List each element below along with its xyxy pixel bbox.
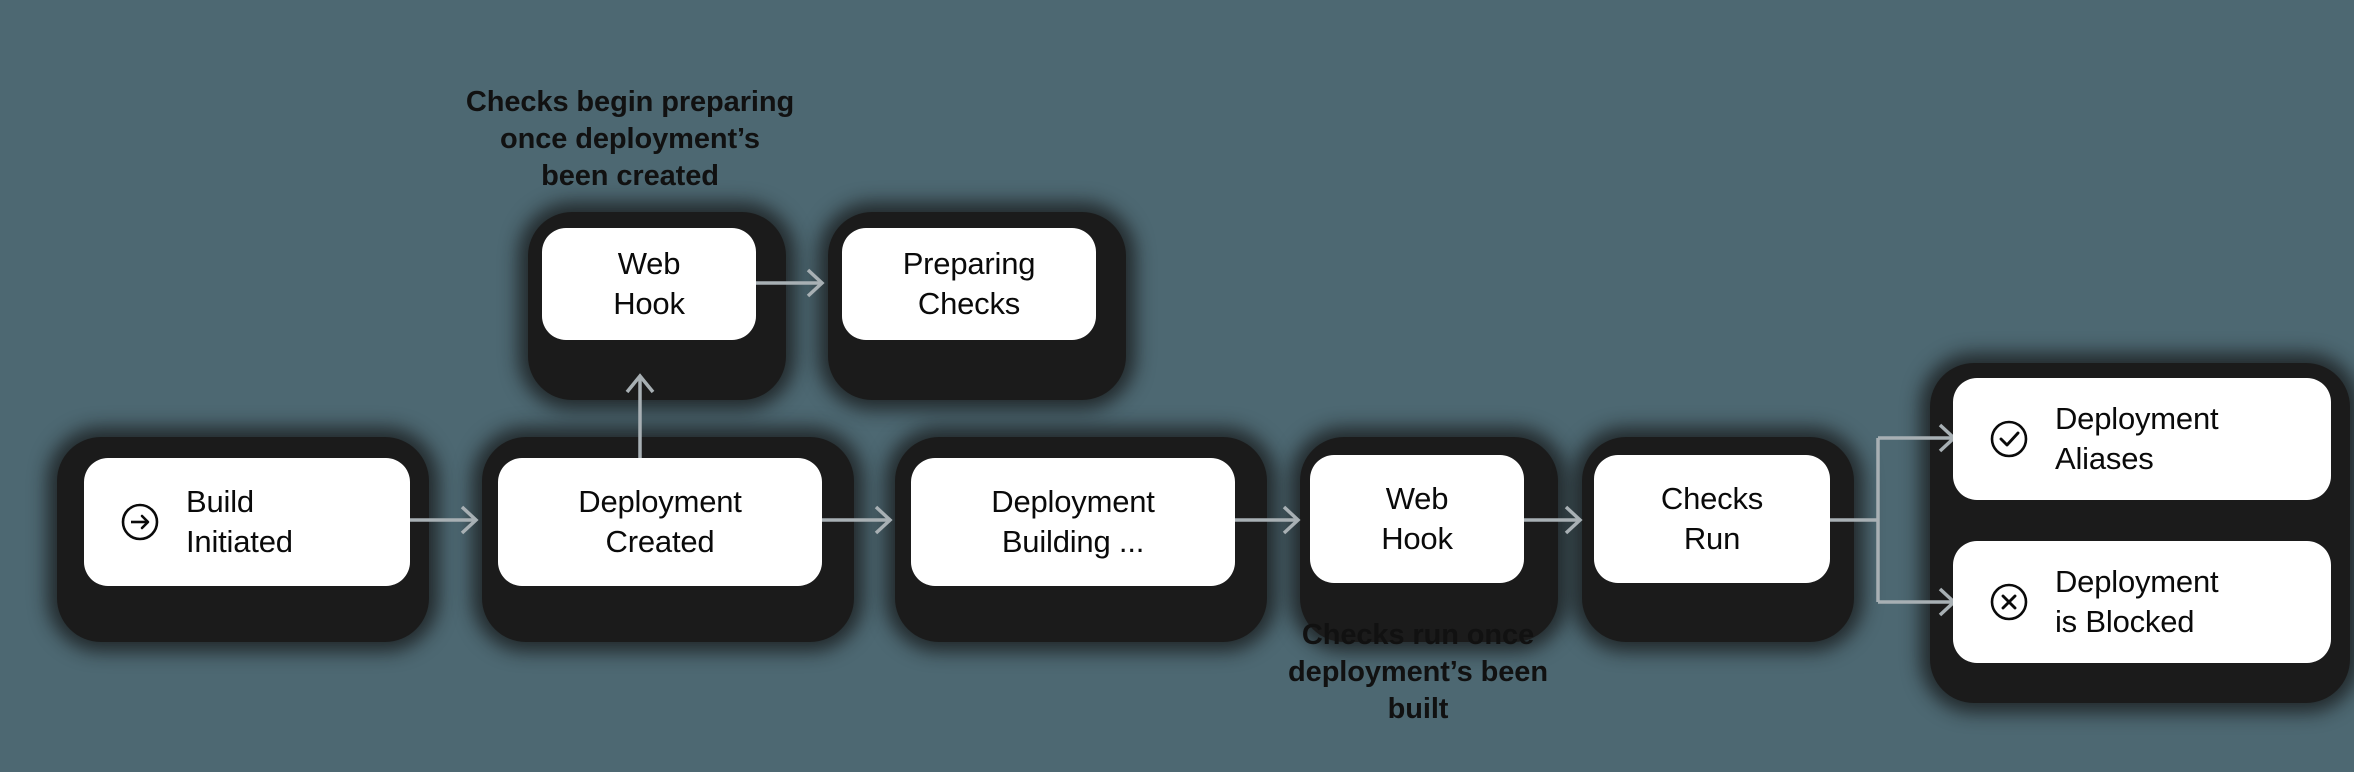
arrow-right-circle-icon xyxy=(118,500,162,544)
node-label: Deployment Created xyxy=(578,484,742,559)
x-circle-icon xyxy=(1987,580,2031,624)
node-preparing-checks[interactable]: Preparing Checks xyxy=(842,228,1096,340)
node-label: Deployment is Blocked xyxy=(2055,564,2219,639)
node-label: Web Hook xyxy=(613,246,685,321)
node-checks-run[interactable]: Checks Run xyxy=(1594,455,1830,583)
node-deployment-aliases[interactable]: Deployment Aliases xyxy=(1953,378,2331,500)
caption-checks-begin-preparing: Checks begin preparing once deployment’s… xyxy=(465,86,795,193)
node-deployment-building[interactable]: Deployment Building ... xyxy=(911,458,1235,586)
node-web-hook-bottom[interactable]: Web Hook xyxy=(1310,455,1524,583)
node-label: Web Hook xyxy=(1381,481,1453,556)
caption-checks-run-once-built: Checks run once deployment’s been built xyxy=(1288,619,1548,726)
node-label: Preparing Checks xyxy=(902,246,1036,321)
node-label: Checks Run xyxy=(1660,481,1764,556)
node-build-initiated[interactable]: Build Initiated xyxy=(84,458,410,586)
node-deployment-created[interactable]: Deployment Created xyxy=(498,458,822,586)
node-web-hook-top[interactable]: Web Hook xyxy=(542,228,756,340)
node-label: Deployment Aliases xyxy=(2055,401,2219,476)
node-label: Deployment Building ... xyxy=(991,484,1155,559)
node-label: Build Initiated xyxy=(186,484,293,559)
check-circle-icon xyxy=(1987,417,2031,461)
node-deployment-blocked[interactable]: Deployment is Blocked xyxy=(1953,541,2331,663)
